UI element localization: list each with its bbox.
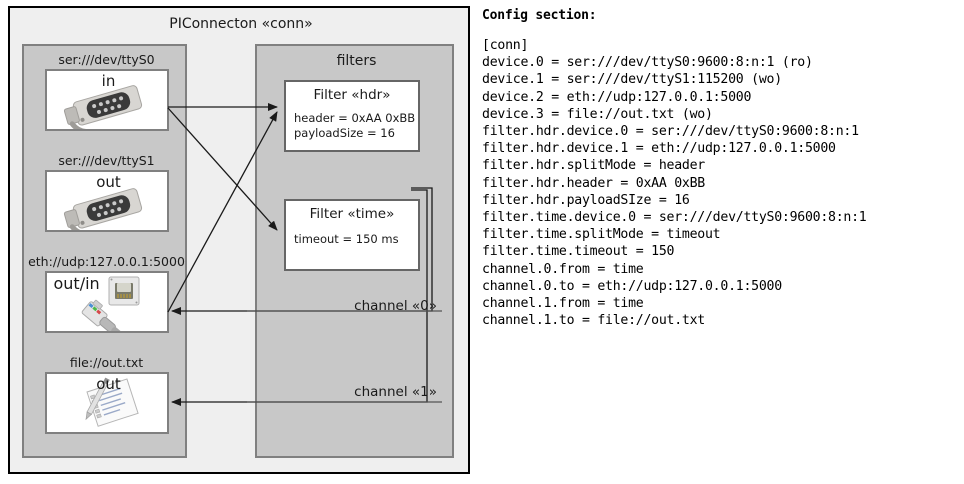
device-direction-label: out — [96, 173, 121, 191]
devices-panel: ser:///dev/ttyS0 in — [22, 44, 187, 458]
device-group-ttyS1[interactable]: ser:///dev/ttyS1 out — [24, 153, 189, 232]
device-direction-label: out/in — [53, 274, 100, 293]
text-file-icon — [85, 377, 139, 427]
filter-title: Filter «hdr» — [313, 87, 391, 103]
device-box[interactable]: out — [44, 170, 169, 232]
device-group-eth[interactable]: eth://udp:127.0.0.1:5000 out/in — [24, 254, 189, 333]
device-direction-label: in — [101, 72, 116, 90]
device-box[interactable]: in — [44, 69, 169, 131]
filter-hdr-box[interactable]: Filter «hdr» header = 0xAA 0xBB payloadS… — [284, 80, 420, 152]
filter-time-box[interactable]: Filter «time» timeout = 150 ms — [284, 199, 420, 271]
serial-port-icon — [63, 85, 142, 129]
filter-property: payloadSize = 16 — [294, 126, 395, 140]
device-caption: file://out.txt — [69, 355, 144, 370]
device-caption: ser:///dev/ttyS0 — [58, 52, 155, 67]
config-text: [conn] device.0 = ser:///dev/ttyS0:9600:… — [482, 38, 867, 329]
channel-1-label: channel «1» — [354, 384, 437, 400]
config-heading: Config section: — [482, 8, 597, 23]
device-box[interactable]: out — [44, 372, 169, 434]
filter-property: timeout = 150 ms — [294, 232, 399, 246]
config-section: Config section: [conn] device.0 = ser://… — [482, 8, 958, 329]
device-group-ttyS0[interactable]: ser:///dev/ttyS0 in — [24, 52, 189, 131]
serial-port-icon — [63, 188, 142, 230]
device-box[interactable]: out/in — [44, 271, 169, 333]
filters-panel-title: filters — [336, 53, 377, 69]
diagram-title: PIConnecton «conn» — [169, 16, 313, 32]
device-group-file[interactable]: file://out.txt out — [24, 355, 189, 434]
connection-diagram: PIConnecton «conn» ser:///dev/ttyS0 in — [8, 6, 470, 474]
filter-title: Filter «time» — [309, 206, 395, 222]
filters-panel: filters Filter «hdr» header = 0xAA 0xBB … — [255, 44, 454, 458]
ethernet-jack-icon — [81, 276, 139, 331]
device-caption: ser:///dev/ttyS1 — [58, 153, 155, 168]
device-caption: eth://udp:127.0.0.1:5000 — [28, 254, 185, 269]
device-direction-label: out — [96, 375, 121, 393]
filter-property: header = 0xAA 0xBB — [294, 111, 416, 125]
channel-0-label: channel «0» — [354, 298, 437, 314]
